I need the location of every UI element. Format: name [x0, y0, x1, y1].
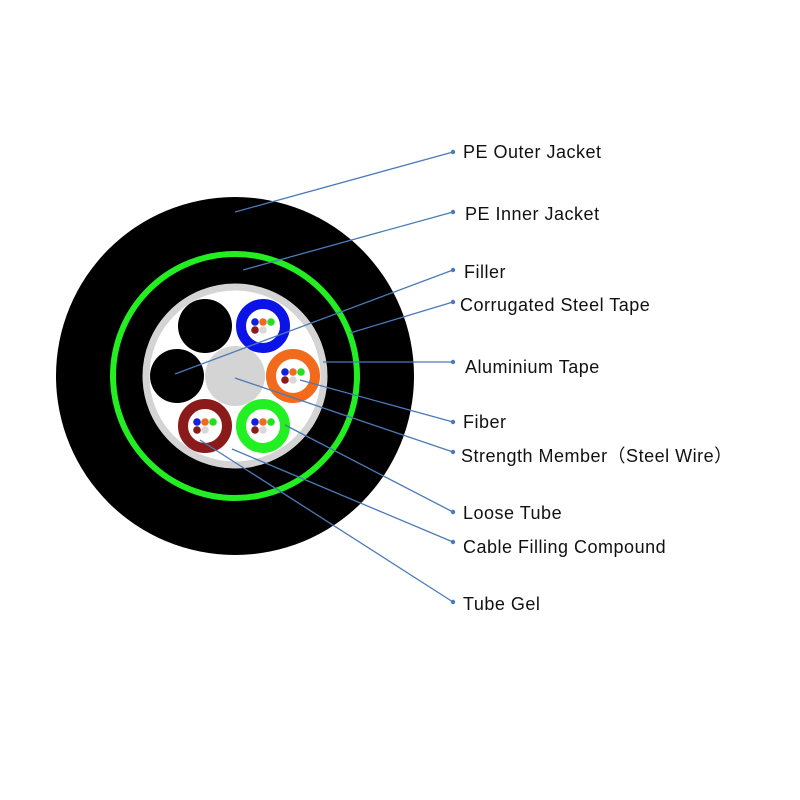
leader-dot — [450, 449, 456, 455]
loose-tube — [178, 399, 232, 453]
fiber — [193, 418, 201, 426]
loose-tube — [236, 399, 290, 453]
fiber — [193, 426, 201, 434]
fiber — [251, 326, 259, 334]
leader-line — [234, 377, 454, 453]
leader-dot — [450, 299, 456, 305]
fiber — [297, 368, 305, 376]
fiber — [259, 318, 267, 326]
strength-member — [205, 346, 265, 406]
label-fiber: Fiber — [463, 412, 507, 432]
leader-dot — [450, 509, 456, 515]
leader-dot — [450, 419, 456, 425]
fiber — [251, 426, 259, 434]
filler-top — [178, 299, 232, 353]
loose-tube — [266, 349, 320, 403]
label-strength-member: Strength Member（Steel Wire） — [461, 446, 733, 466]
fiber — [267, 418, 275, 426]
fiber — [259, 418, 267, 426]
label-aluminium-tape: Aluminium Tape — [465, 357, 600, 377]
leader-dot — [450, 149, 456, 155]
leader-line — [242, 211, 454, 271]
fiber — [267, 326, 275, 334]
label-tube-gel: Tube Gel — [463, 594, 541, 614]
leader-dot — [450, 359, 456, 365]
filler-left — [150, 349, 204, 403]
leader-dot — [450, 599, 456, 605]
leader-line — [349, 301, 454, 334]
label-filler: Filler — [464, 262, 506, 282]
fiber — [289, 376, 297, 384]
fiber — [251, 318, 259, 326]
label-corrugated-steel-tape: Corrugated Steel Tape — [460, 295, 651, 315]
steel-tape-ring — [110, 251, 360, 501]
fiber — [267, 318, 275, 326]
fiber — [201, 426, 209, 434]
leader-line — [284, 424, 454, 513]
fiber — [281, 368, 289, 376]
leader-dot — [450, 539, 456, 545]
fiber — [281, 376, 289, 384]
label-pe-inner-jacket: PE Inner Jacket — [465, 204, 600, 224]
fiber — [209, 418, 217, 426]
fiber — [259, 326, 267, 334]
fiber — [267, 426, 275, 434]
label-loose-tube: Loose Tube — [463, 503, 563, 523]
leader-dot — [450, 267, 456, 273]
fiber — [289, 368, 297, 376]
label-pe-outer-jacket: PE Outer Jacket — [463, 142, 602, 162]
fiber — [201, 418, 209, 426]
leader-line — [299, 379, 454, 423]
label-cable-filling-compound: Cable Filling Compound — [463, 537, 667, 557]
fiber — [251, 418, 259, 426]
leader-line — [231, 448, 454, 543]
leader-line — [174, 269, 454, 375]
fiber — [209, 426, 217, 434]
leader-line — [234, 151, 454, 213]
fiber — [259, 426, 267, 434]
leader-line — [199, 439, 454, 603]
leader-dot — [450, 209, 456, 215]
